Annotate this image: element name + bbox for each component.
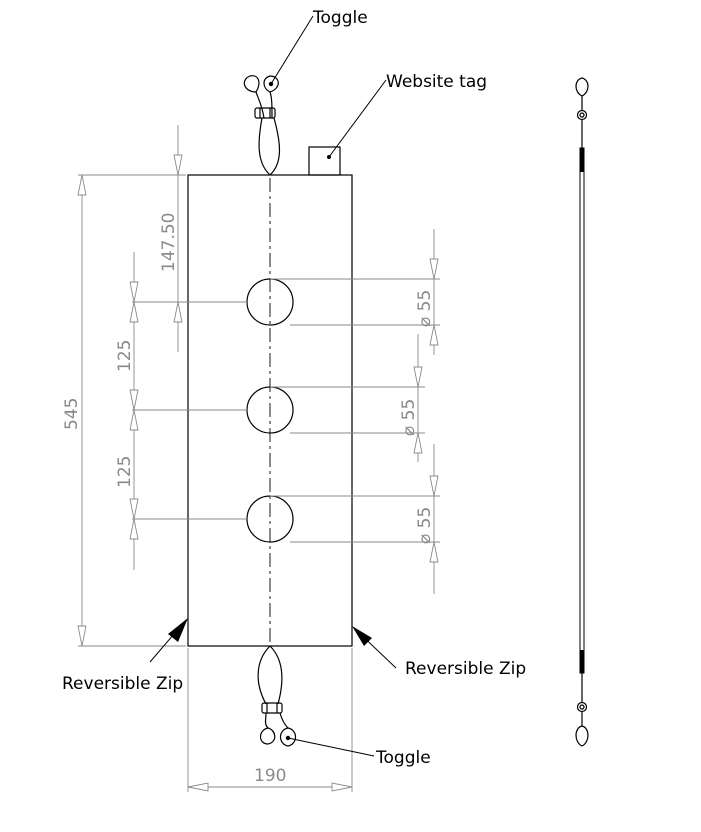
dim-hole-dia-2: ⌀ 55: [399, 399, 419, 436]
dim-width: 190: [254, 766, 286, 786]
dim-spacing-2: 125: [115, 456, 135, 488]
callout-reversible-zip-left: Reversible Zip: [62, 674, 183, 694]
callout-toggle-top: Toggle: [312, 8, 368, 28]
dim-hole-dia-3: ⌀ 55: [415, 507, 435, 544]
dim-hole-dia-1: ⌀ 55: [415, 290, 435, 327]
dimensions: 545 147.50 125 125 ⌀ 55: [62, 125, 440, 792]
bottom-toggle-assembly: [257, 645, 297, 747]
callout-toggle-bottom: Toggle: [375, 748, 431, 768]
side-view: [575, 77, 589, 747]
dim-spacing-1: 125: [115, 340, 135, 372]
dim-overall-height: 545: [62, 398, 82, 430]
front-view: [187, 75, 353, 747]
top-toggle-assembly: [243, 75, 281, 176]
callouts: Toggle Website tag Reversible Zip Revers…: [62, 8, 526, 768]
callout-website-tag: Website tag: [386, 72, 487, 92]
website-tag-shape: [308, 146, 341, 176]
side-view-body: [579, 147, 585, 674]
dim-top-offset: 147.50: [159, 213, 179, 272]
callout-reversible-zip-right: Reversible Zip: [405, 659, 526, 679]
